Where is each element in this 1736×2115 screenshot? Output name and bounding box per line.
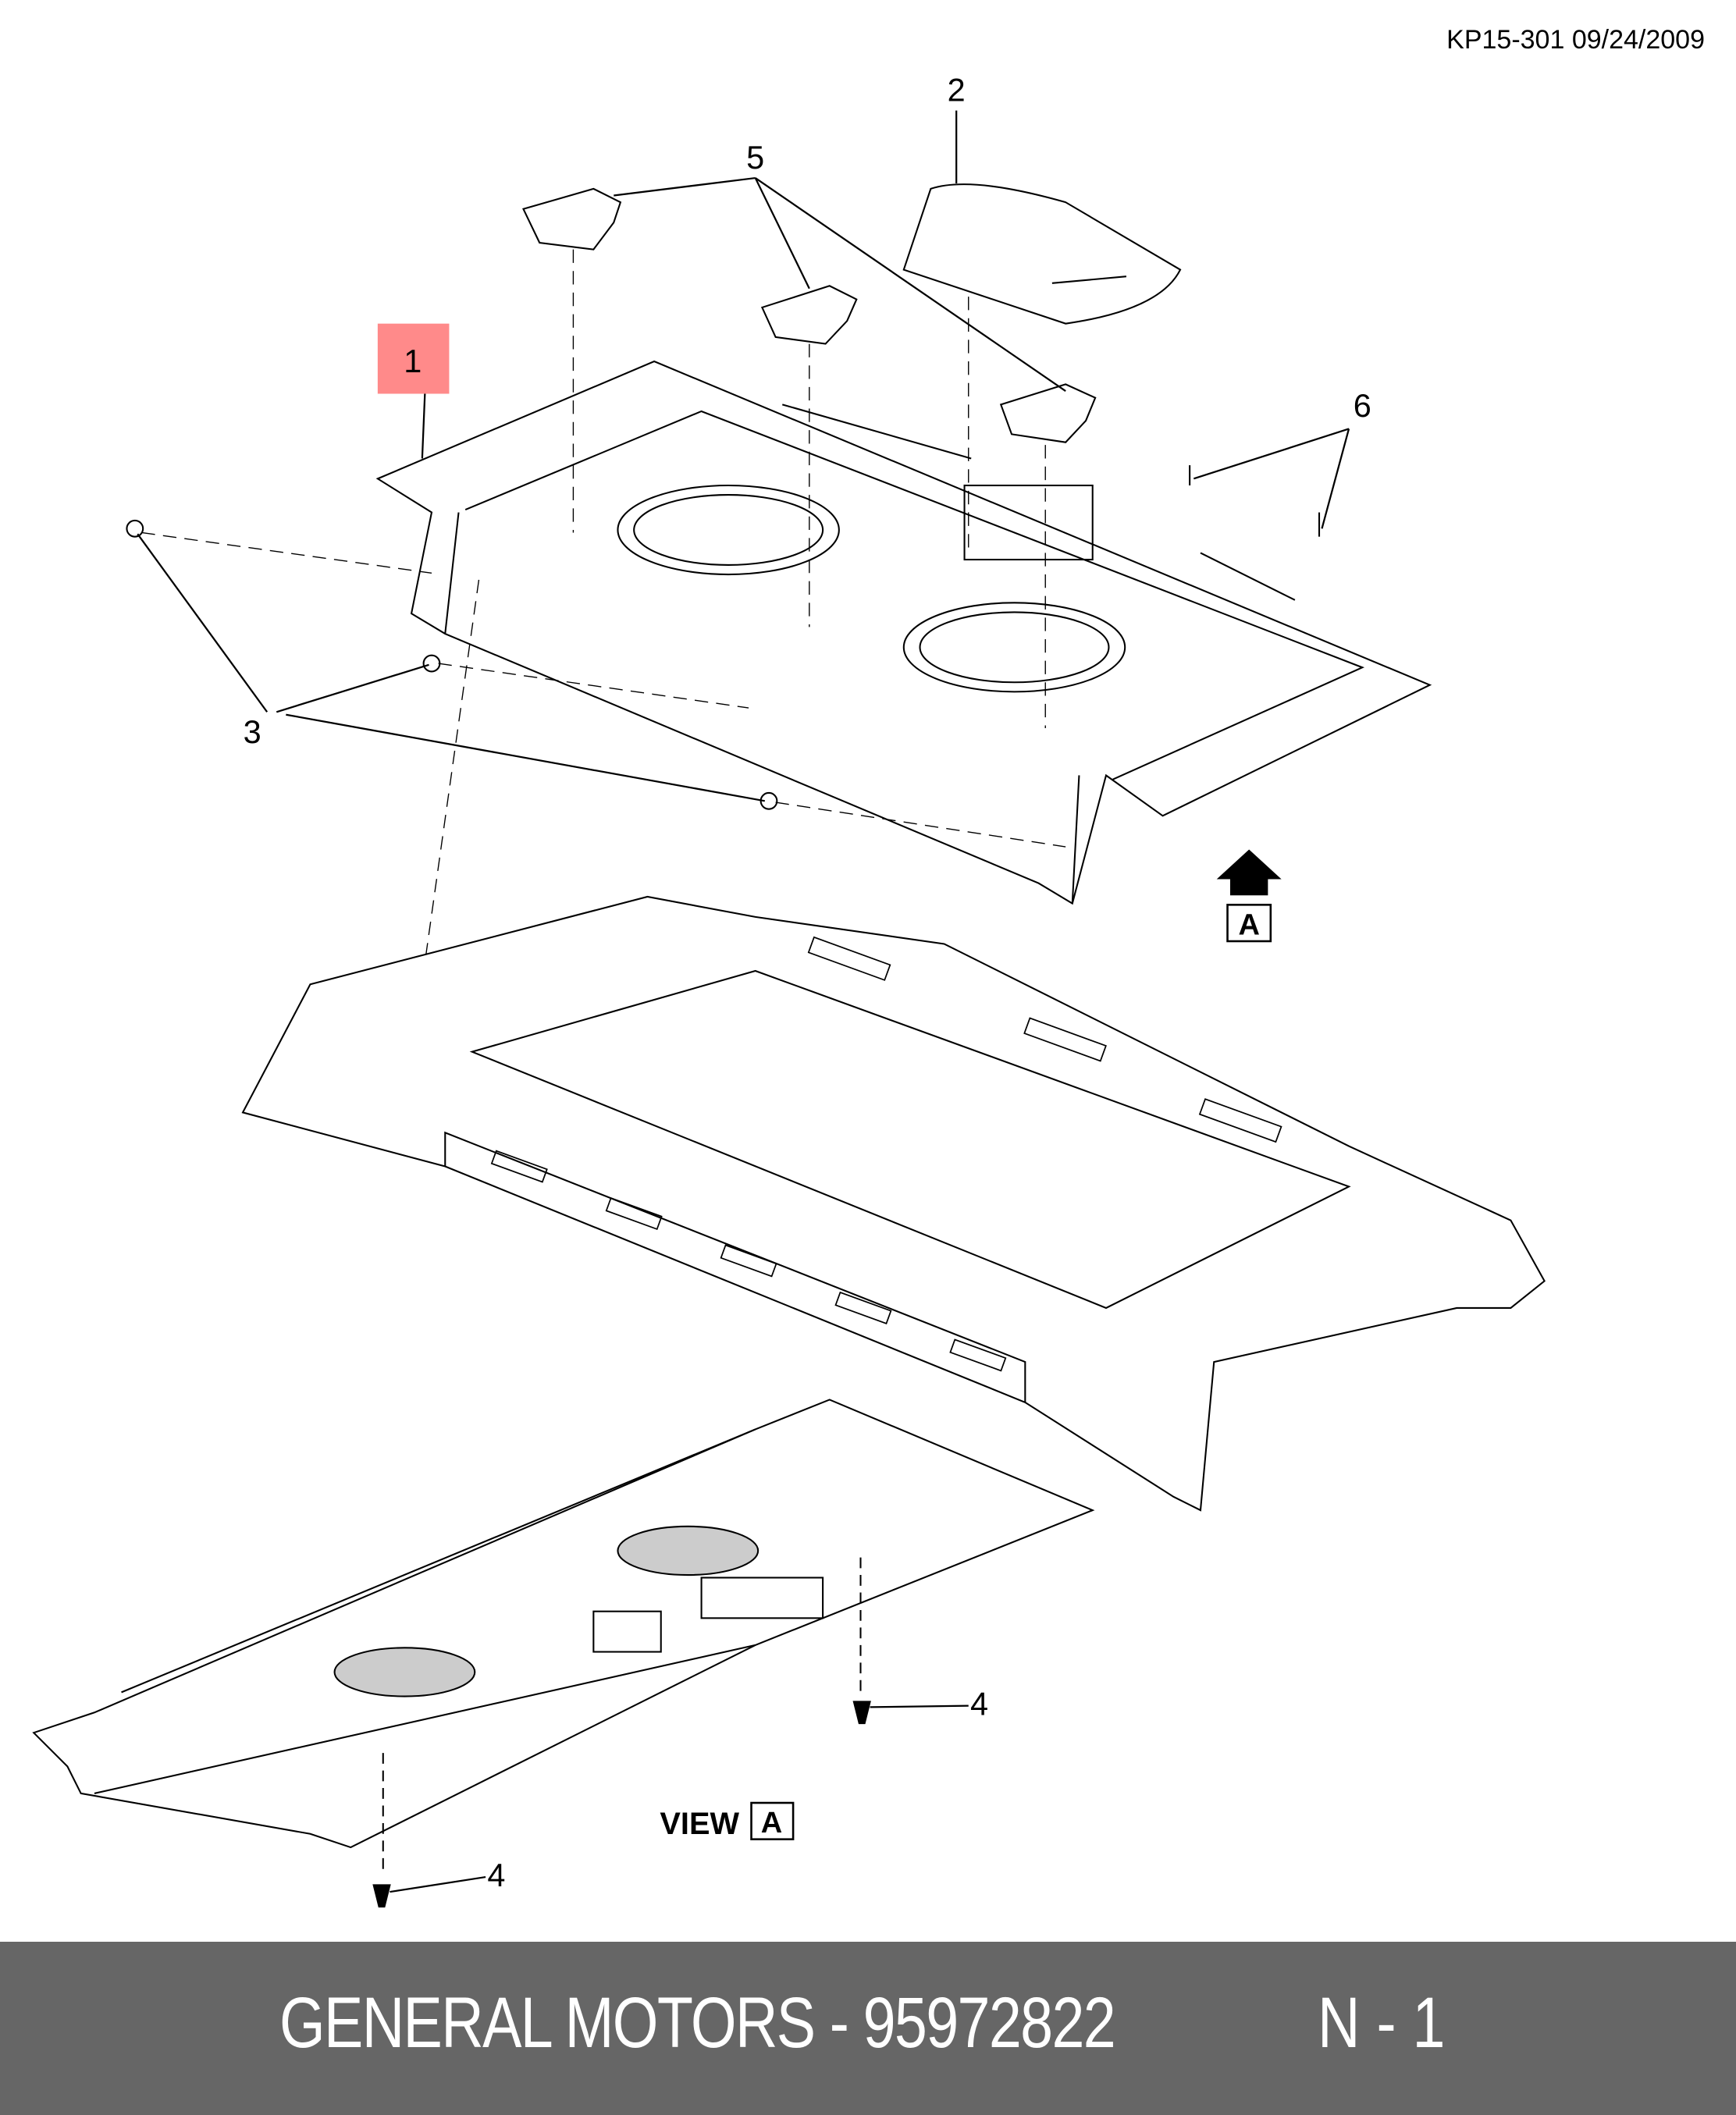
callout-5: 5 <box>746 139 764 176</box>
callout-3: 3 <box>244 713 261 750</box>
callout-2: 2 <box>948 72 966 108</box>
part-2-cover <box>902 183 1182 325</box>
parts-diagram: 1 2 5 6 3 4 4 A VIEW A <box>32 72 1546 1908</box>
part-4-fasteners <box>372 1701 871 1908</box>
drawing-code: KP15-301 09/24/2009 <box>1446 25 1705 55</box>
callout-6: 6 <box>1354 387 1371 424</box>
vehicle-body-frame <box>241 895 1546 1512</box>
view-arrow-label: A <box>1238 908 1259 941</box>
part-6-screws <box>1189 465 1321 537</box>
view-letter: A <box>761 1807 782 1840</box>
callout-4-upper: 4 <box>970 1686 988 1722</box>
footer-page: N - 1 <box>1318 1983 1446 2063</box>
callout-1: 1 <box>404 343 422 379</box>
leader-lines <box>137 110 1350 1893</box>
view-direction-arrow-icon <box>1216 849 1282 896</box>
footer-bar: GENERAL MOTORS - 95972822 N - 1 <box>0 1942 1736 2115</box>
part-3-pins <box>126 519 778 810</box>
view-label: VIEW <box>660 1807 739 1841</box>
view-a-underside <box>32 1399 1095 1875</box>
footer-part-number: GENERAL MOTORS - 95972822 <box>279 1983 1116 2063</box>
callout-4-lower: 4 <box>487 1857 505 1893</box>
part-5-clips <box>522 187 1097 443</box>
callout-1-highlight <box>377 323 450 394</box>
part-1-shelf <box>375 360 1432 905</box>
